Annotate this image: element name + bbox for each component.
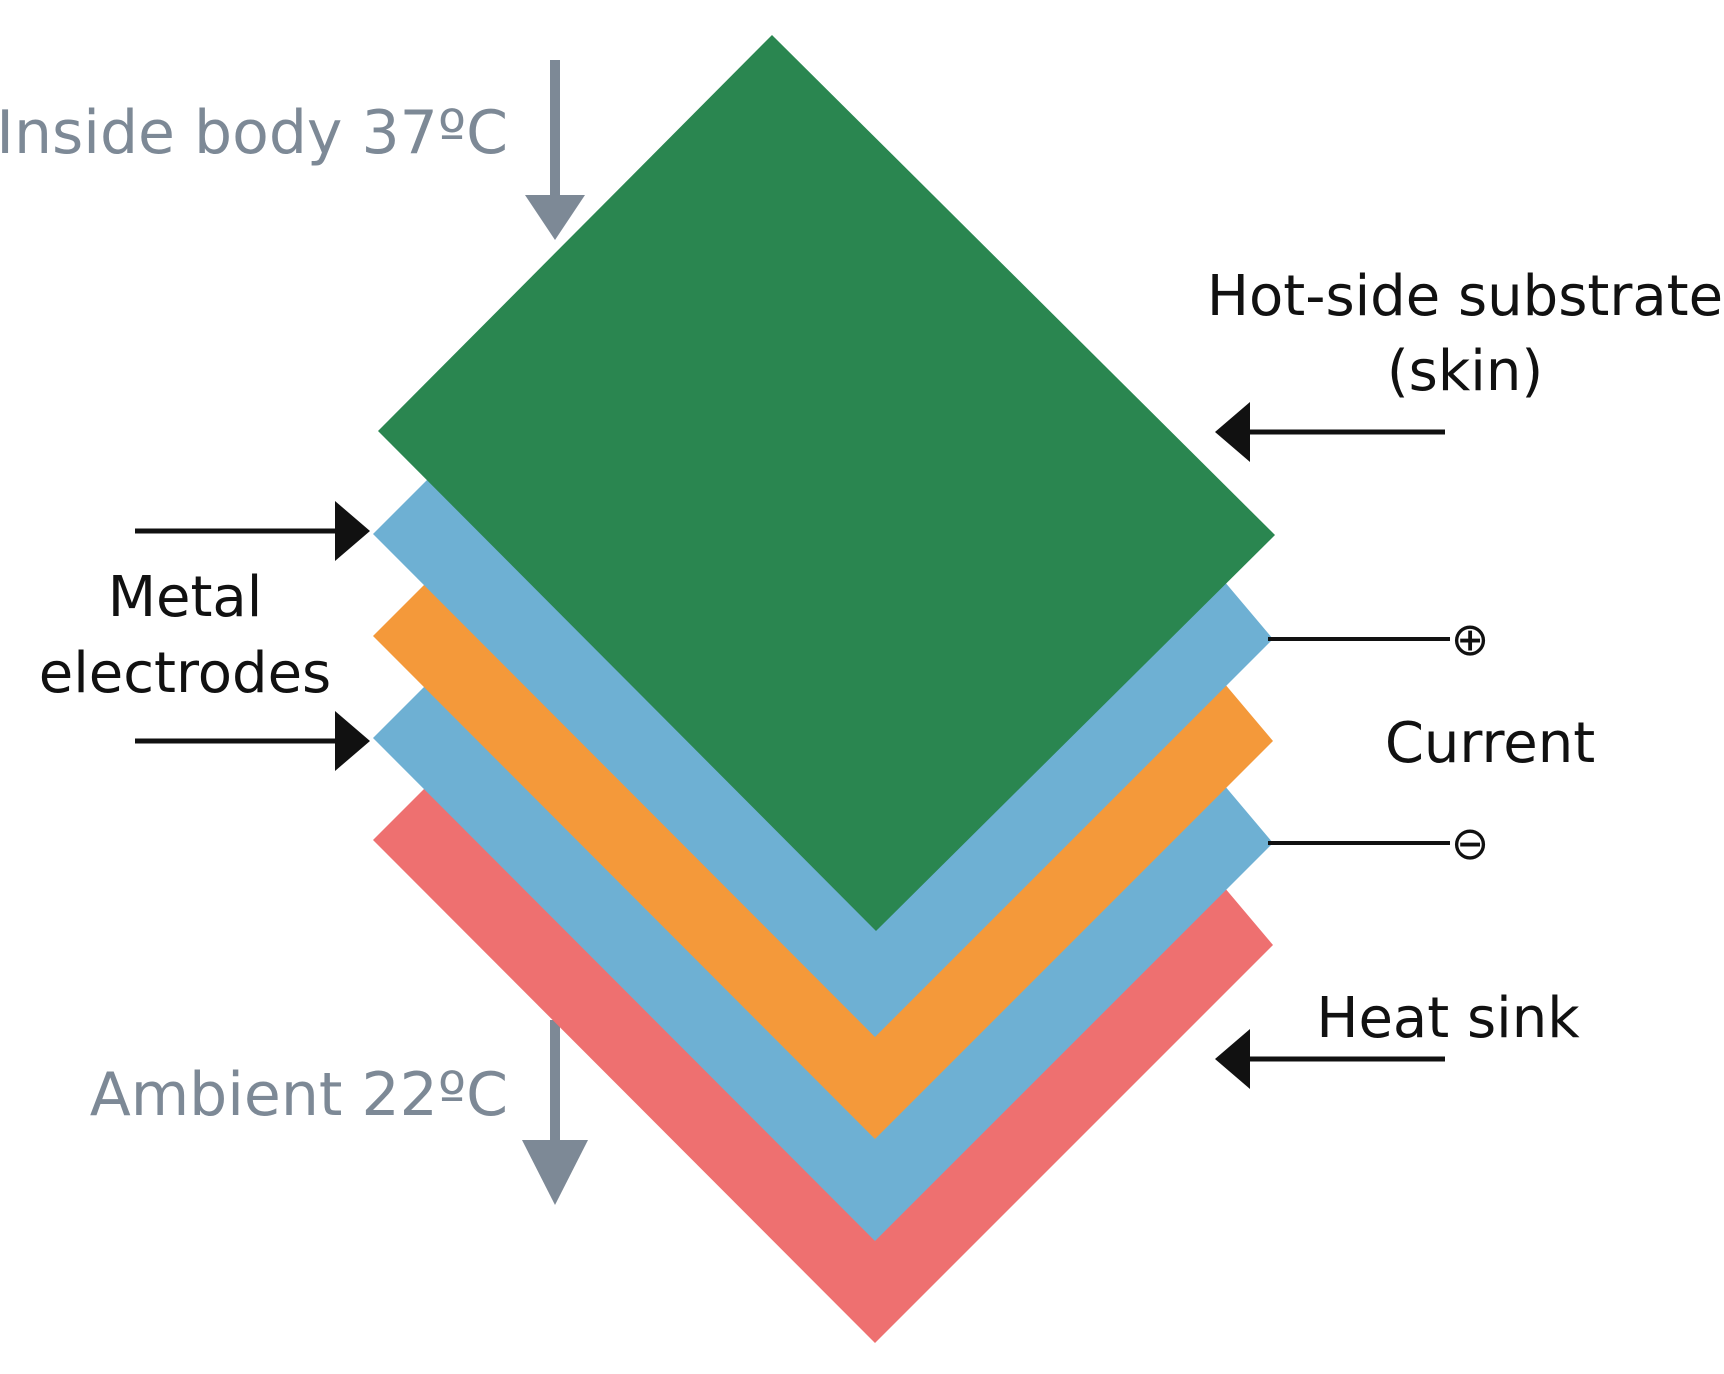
electrode-pointer-arrow-top: [135, 501, 370, 561]
heat-flow-in-arrow: [525, 60, 585, 240]
hot-side-label-line2: (skin): [1387, 339, 1543, 404]
heat-sink-pointer-arrow: [1215, 1029, 1445, 1089]
electrode-pointer-arrow-bottom: [135, 711, 370, 771]
heat-sink-label: Heat sink: [1316, 986, 1580, 1051]
hot-side-substrate-layer: [378, 35, 1275, 931]
hot-side-pointer-arrow: [1215, 402, 1445, 462]
current-label: Current: [1385, 711, 1595, 776]
hot-side-label-line1: Hot-side substrate: [1207, 264, 1723, 329]
positive-terminal-icon: ⊕: [1451, 612, 1490, 666]
ambient-label: Ambient 22ºC: [90, 1060, 508, 1130]
metal-electrodes-label-line1: Metal: [108, 565, 263, 630]
metal-electrodes-label-line2: electrodes: [39, 641, 331, 706]
negative-terminal-icon: ⊖: [1451, 816, 1490, 870]
inside-body-label: Inside body 37ºC: [0, 98, 508, 168]
heat-flow-out-arrow: [522, 1020, 588, 1205]
